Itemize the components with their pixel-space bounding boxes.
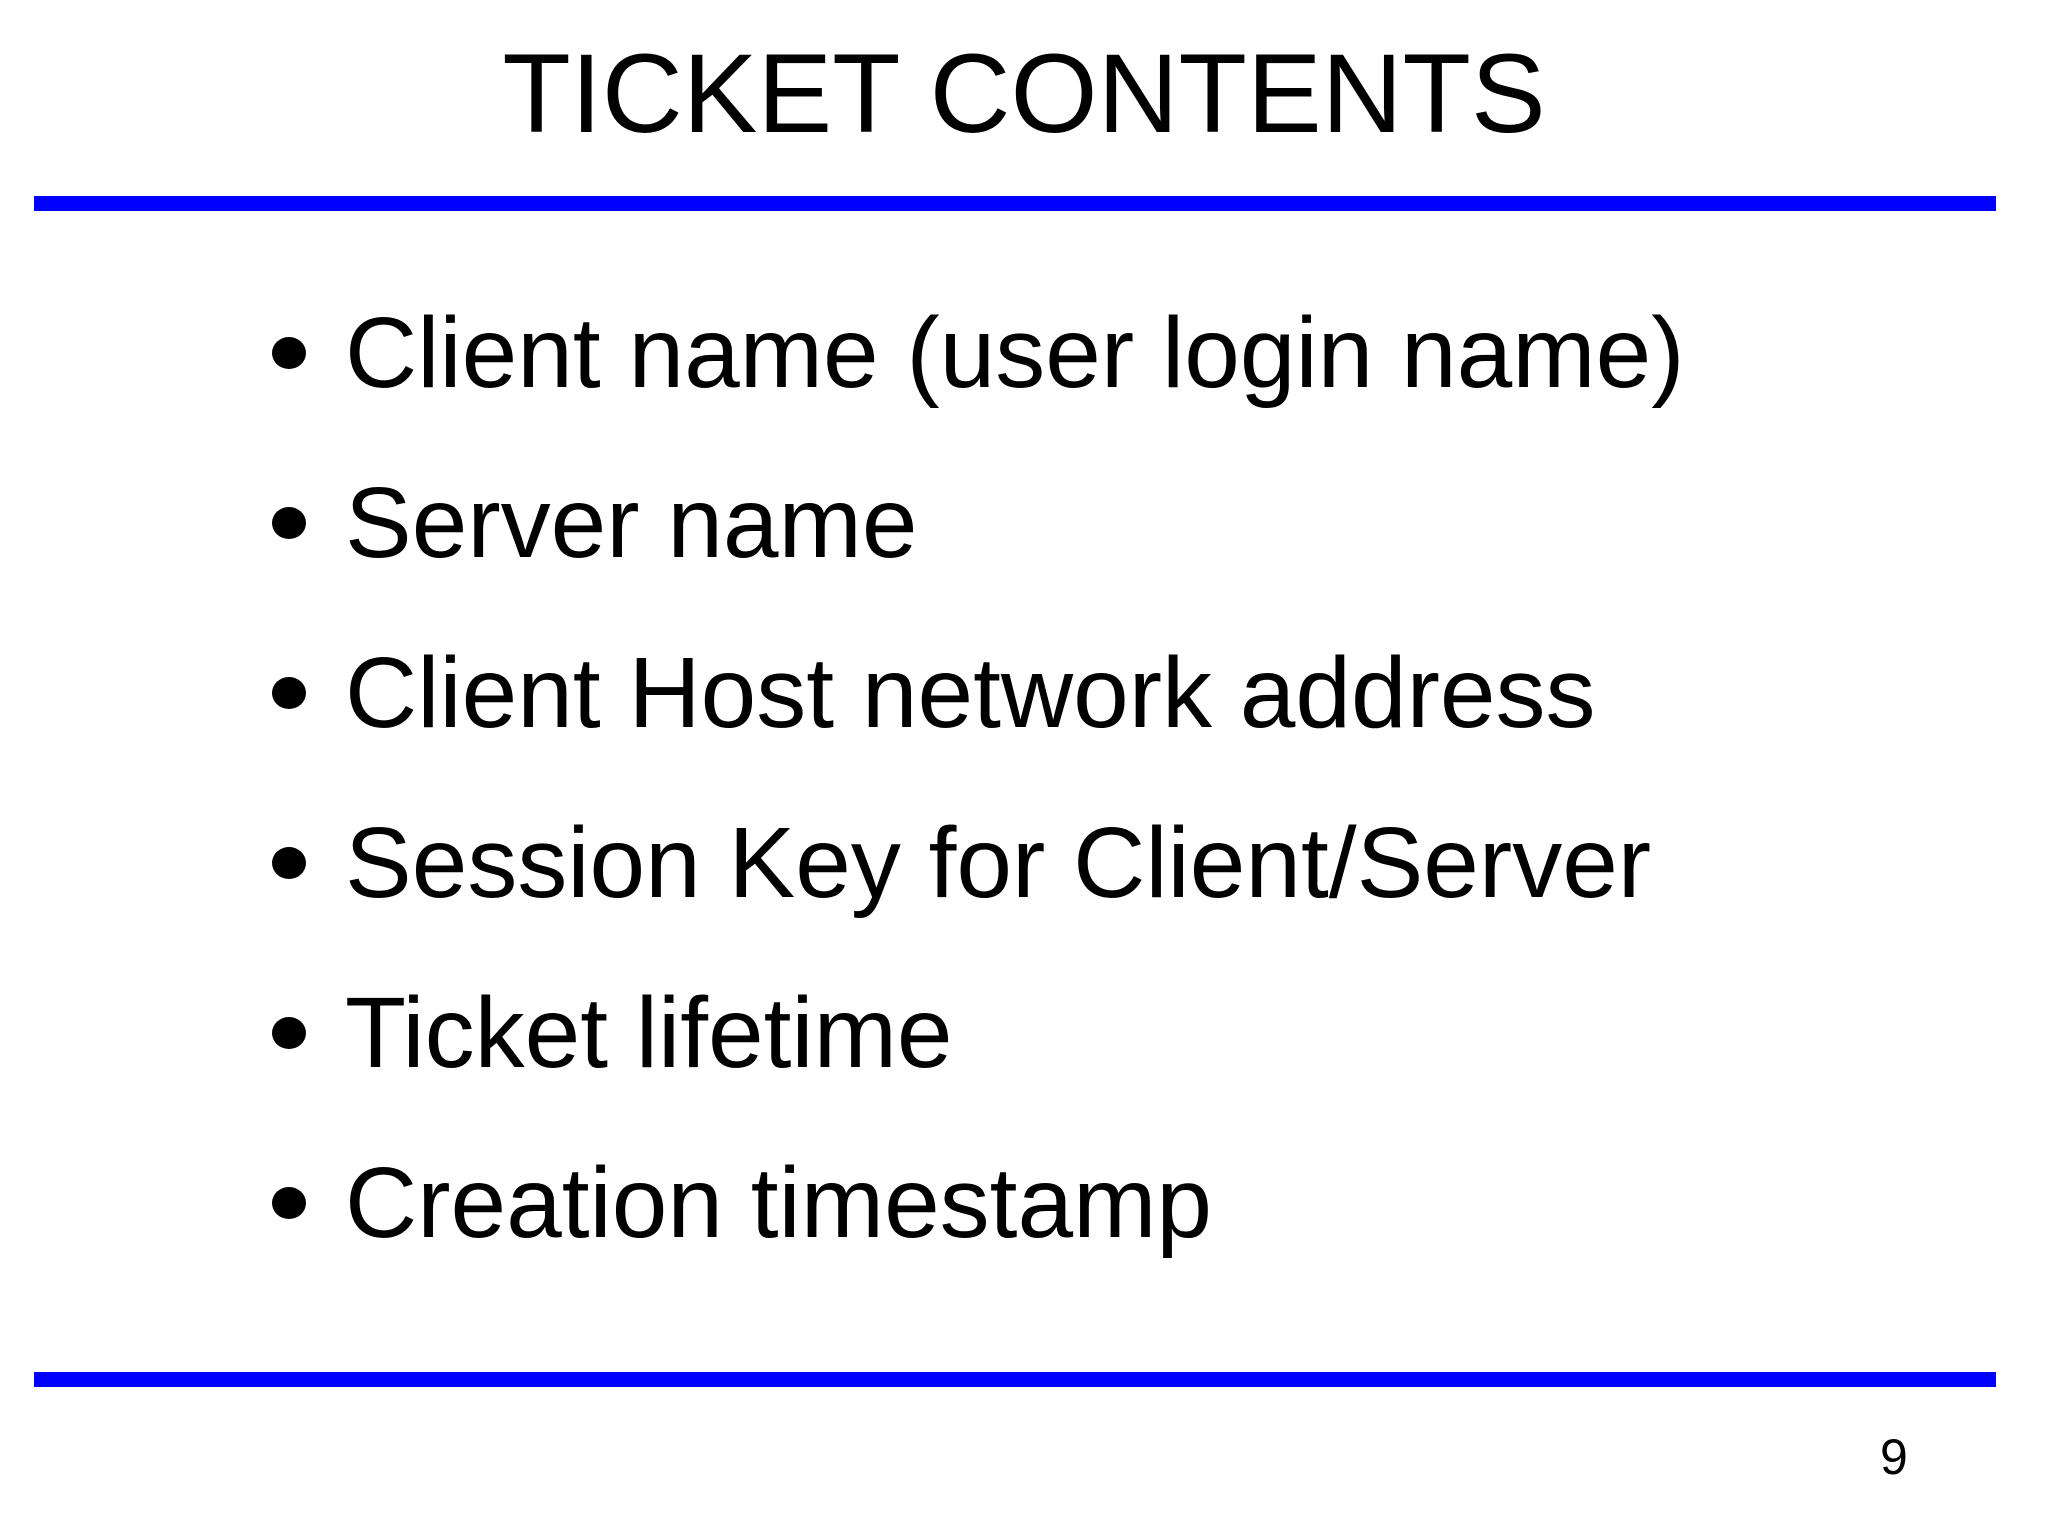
list-item-label: Ticket lifetime bbox=[345, 977, 953, 1089]
list-item: Session Key for Client/Server bbox=[262, 778, 1962, 948]
round-bullet-icon bbox=[272, 677, 306, 709]
round-bullet-icon bbox=[272, 1017, 306, 1049]
round-bullet-icon bbox=[272, 847, 306, 879]
list-item: Server name bbox=[262, 438, 1962, 608]
page-number: 9 bbox=[1880, 1429, 1908, 1485]
list-item: Client name (user login name) bbox=[262, 268, 1962, 438]
list-item-label: Server name bbox=[345, 467, 918, 579]
round-bullet-icon bbox=[272, 337, 306, 369]
round-bullet-icon bbox=[272, 1187, 306, 1219]
page-title: TICKET CONTENTS bbox=[502, 31, 1546, 156]
bullet-list: Client name (user login name) Server nam… bbox=[262, 268, 1962, 1288]
list-item: Ticket lifetime bbox=[262, 948, 1962, 1118]
round-bullet-icon bbox=[272, 507, 306, 539]
bottom-divider-rule bbox=[34, 1372, 1996, 1387]
top-divider-rule bbox=[34, 196, 1996, 211]
list-item-label: Client name (user login name) bbox=[345, 297, 1685, 409]
list-item-label: Session Key for Client/Server bbox=[345, 807, 1652, 919]
list-item-label: Client Host network address bbox=[345, 637, 1596, 749]
list-item: Creation timestamp bbox=[262, 1118, 1962, 1288]
list-item-label: Creation timestamp bbox=[345, 1147, 1212, 1259]
list-item: Client Host network address bbox=[262, 608, 1962, 778]
